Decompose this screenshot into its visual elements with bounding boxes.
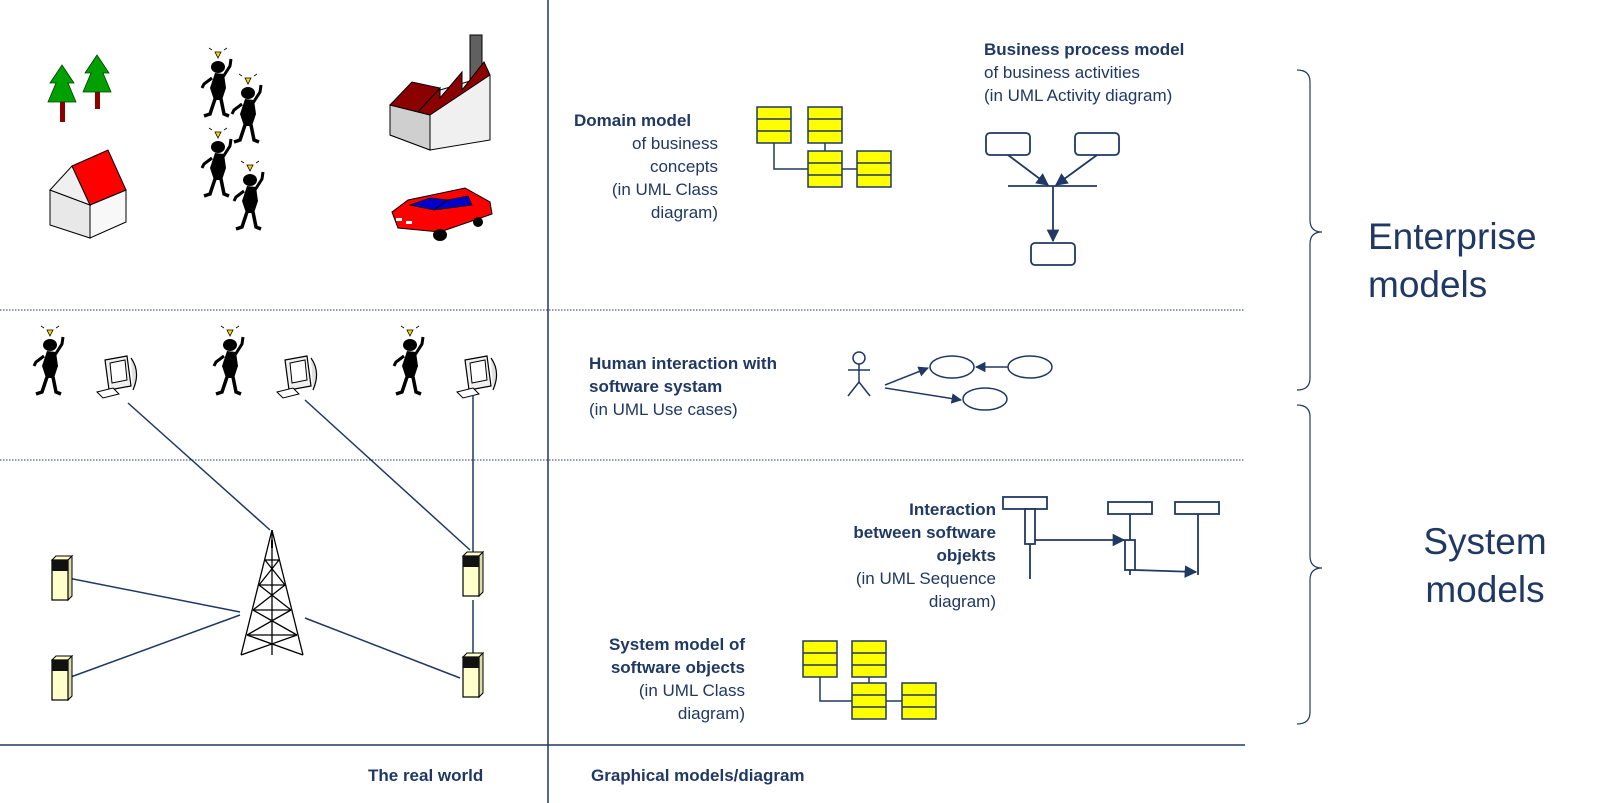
enterprise-models-label: Enterprise models [1368,213,1537,309]
car-icon [391,187,493,241]
domain-model-line-2: concepts [649,157,718,176]
enterprise-models-line-2: models [1368,264,1488,305]
human-interaction-label: Human interaction with software systam (… [589,352,777,421]
house-icon [49,149,127,239]
domain-model-line-4: diagram) [650,203,718,222]
trees-icon [47,54,112,122]
domain-class-diagram [756,106,892,188]
domain-model-line-3: (in UML Class [611,180,718,199]
system-model-line-2: software objects [610,658,745,677]
domain-model-title: Domain model [574,111,692,130]
system-model-line-3: (in UML Class [638,681,745,700]
real-world-caption: The real world [368,766,484,785]
business-process-label: Business process model of business activ… [984,38,1184,107]
graphical-models-caption: Graphical models/diagram [591,766,805,785]
software-interaction-line-3: objekts [936,546,996,565]
system-model-line-1: System model of [608,635,745,654]
activity-diagram [985,132,1120,266]
software-interaction-line-4: (in UML Sequence [855,569,996,588]
human-interaction-line-1: Human interaction with [589,354,777,373]
system-models-line-1: System [1423,521,1547,562]
software-interaction-label: Interaction between software objekts (in… [780,498,996,613]
system-model-line-4: diagram) [677,704,745,723]
software-interaction-line-5: diagram) [928,592,996,611]
radio-tower-icon [240,529,304,656]
business-process-title: Business process model [984,40,1185,59]
user-at-computer-icon-2 [212,324,318,399]
human-interaction-line-2: software systam [589,377,723,396]
domain-model-desc: of business concepts (in UML Class diagr… [560,132,718,224]
software-interaction-line-2: between software [853,523,996,542]
system-model-label: System model of software objects (in UML… [540,633,745,725]
people-group-icon [200,46,265,231]
system-models-line-2: models [1425,569,1545,610]
network-links [67,395,474,679]
software-interaction-line-1: Interaction [909,500,996,519]
system-class-diagram [802,640,937,720]
enterprise-models-line-1: Enterprise [1368,216,1537,257]
use-case-diagram [847,351,1053,411]
user-at-computer-icon-1 [32,324,138,399]
business-process-line-2: (in UML Activity diagram) [984,86,1173,105]
sequence-diagram [1002,496,1220,579]
system-bracket [1296,404,1323,725]
enterprise-bracket [1296,69,1323,391]
system-models-label: System models [1410,518,1560,614]
factory-icon [389,34,491,151]
domain-model-line-1: of business [632,134,718,153]
user-at-computer-icon-3 [392,324,498,399]
human-interaction-line-3: (in UML Use cases) [589,400,738,419]
business-process-line-1: of business activities [984,63,1140,82]
